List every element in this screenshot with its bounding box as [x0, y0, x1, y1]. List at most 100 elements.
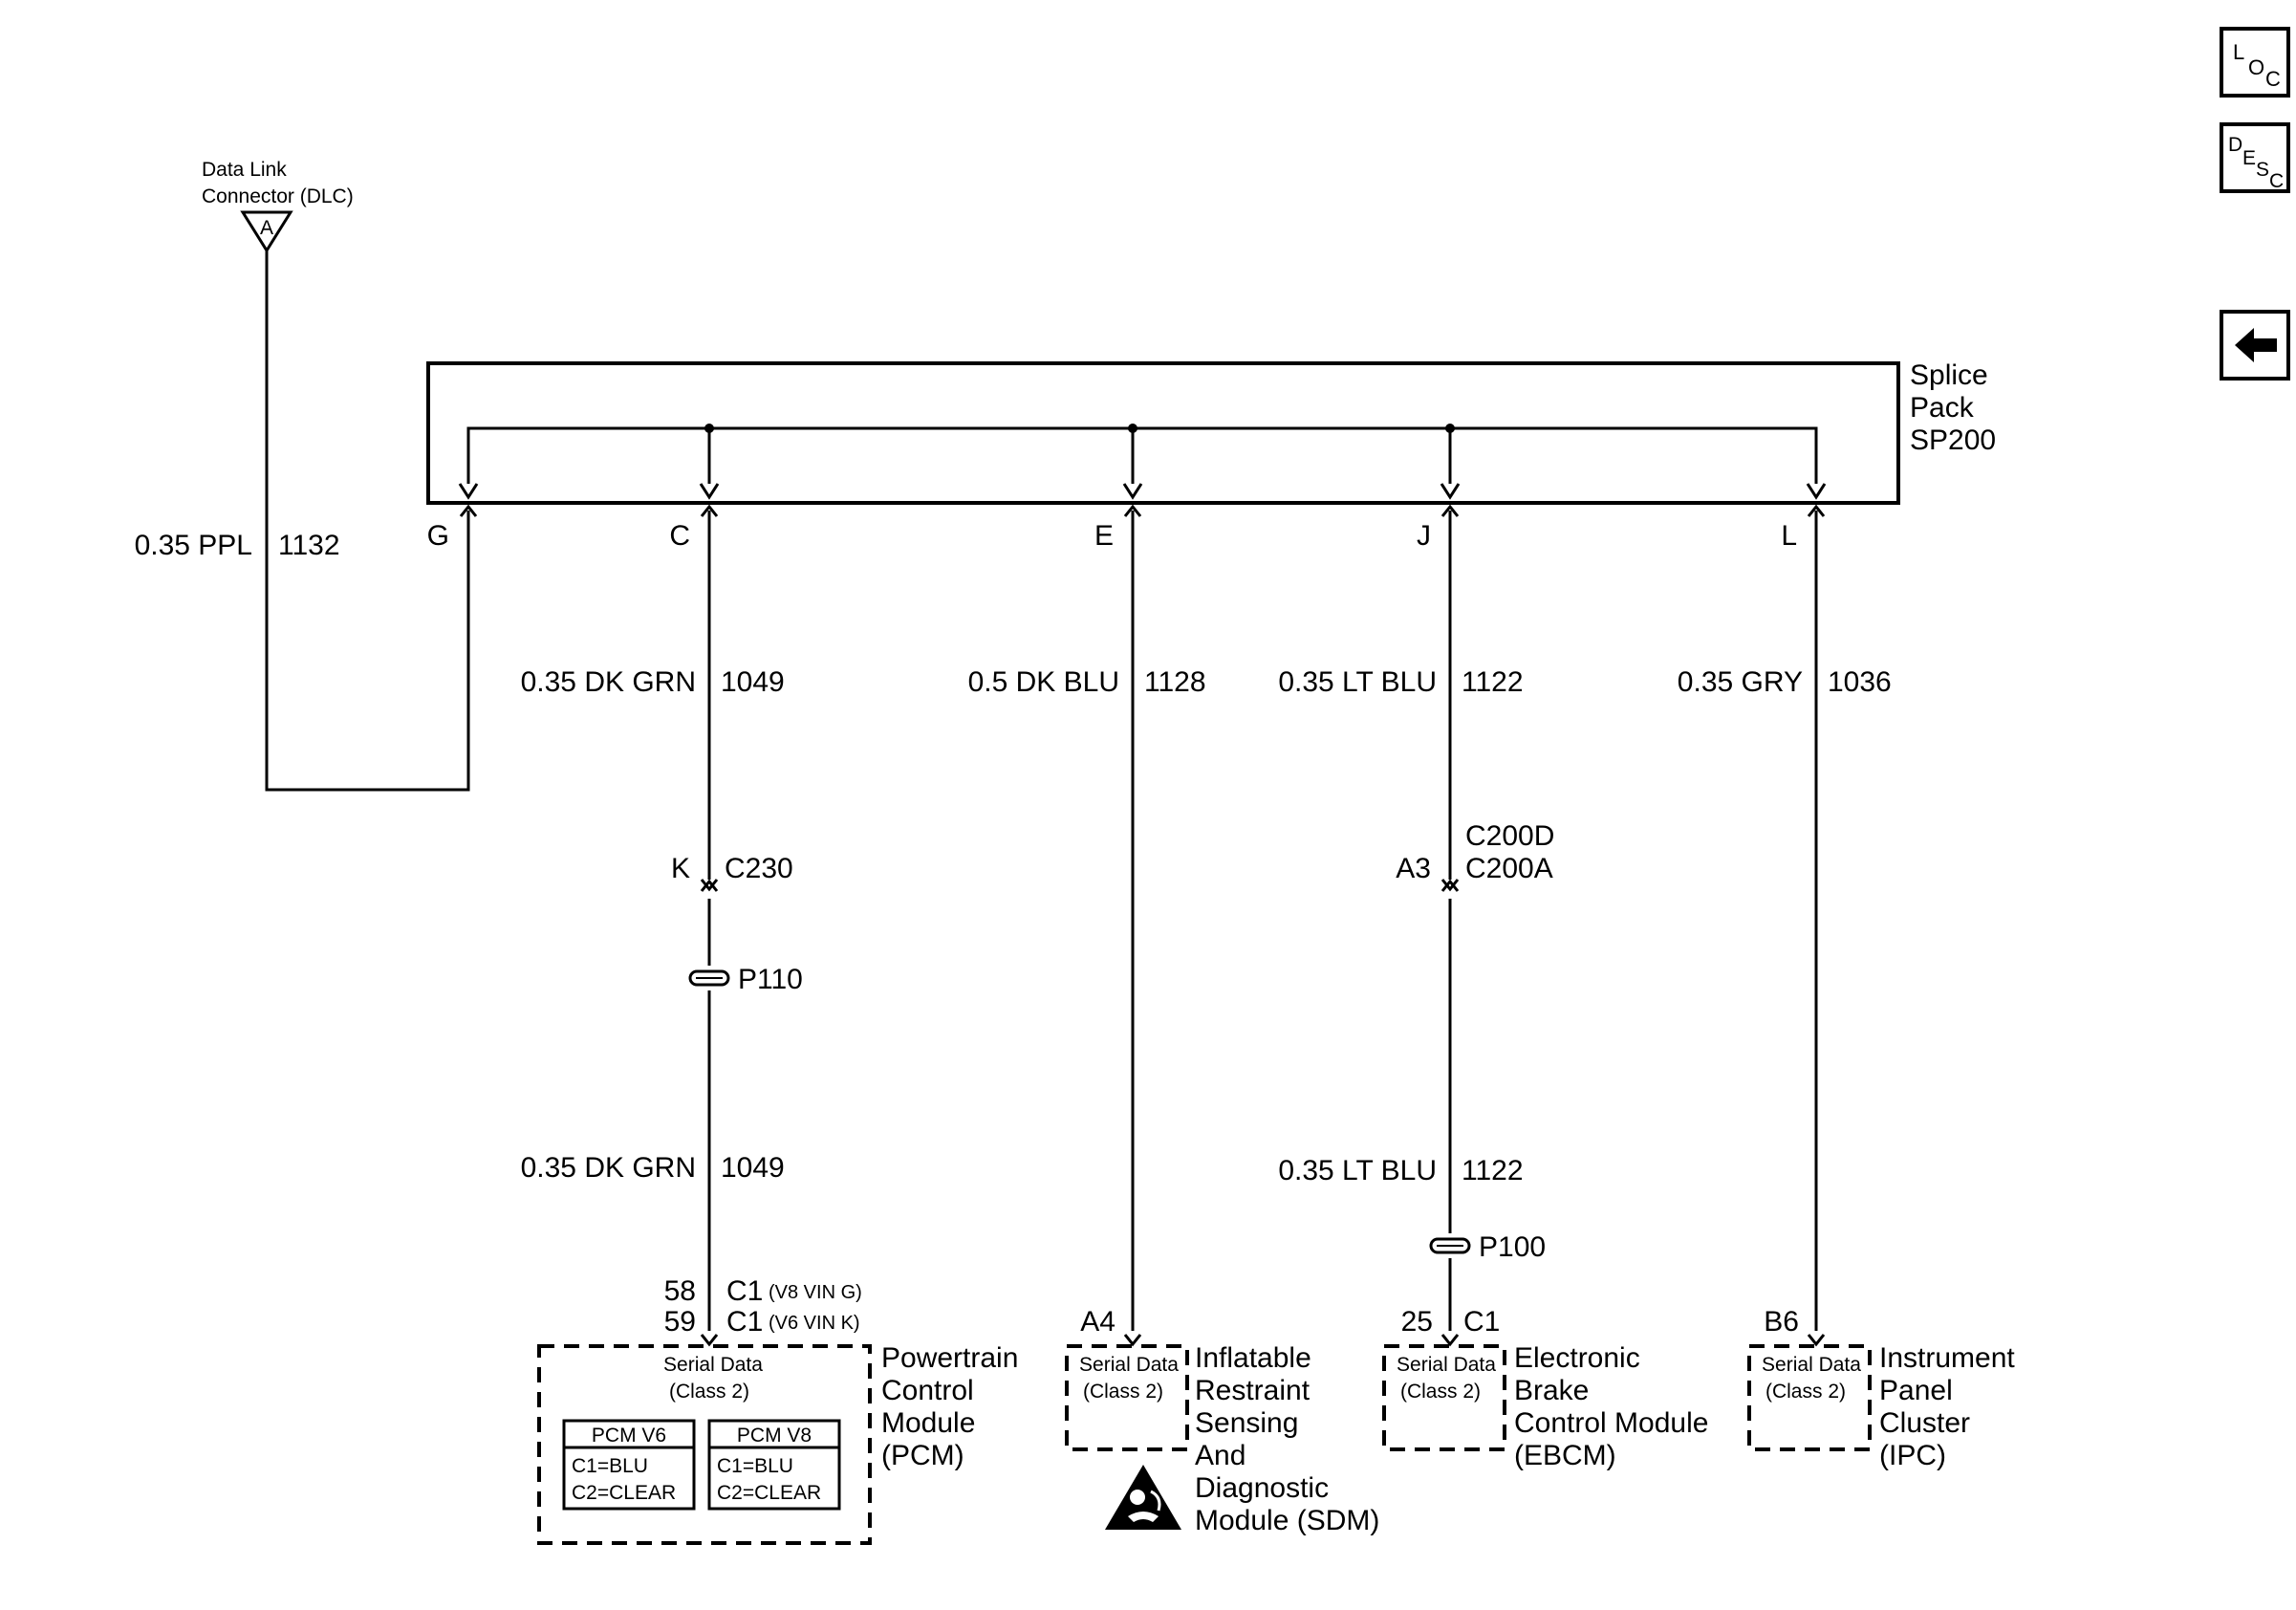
pcm-name-4: (PCM) — [881, 1440, 964, 1471]
ipc-name-4: (IPC) — [1879, 1440, 1946, 1471]
pin-j: J — [1417, 520, 1431, 552]
pcm-serial1: Serial Data — [663, 1354, 763, 1376]
pcm-pin2: 59 — [664, 1306, 696, 1338]
ipc-serial2: (Class 2) — [1765, 1381, 1846, 1403]
p100-grommet — [1429, 1237, 1471, 1254]
loc-button[interactable]: L O C — [2220, 27, 2290, 98]
pcm-pin1: 58 — [664, 1275, 696, 1307]
pcm-v6-table: PCM V6 C1=BLU C2=CLEAR — [562, 1419, 696, 1511]
loc-icon: L O C — [2233, 40, 2281, 91]
ipc-serial1: Serial Data — [1762, 1354, 1861, 1376]
desc-button[interactable]: D E S C — [2220, 122, 2290, 193]
ipc-name-1: Instrument — [1879, 1342, 2015, 1374]
dlc-wire — [265, 250, 470, 792]
ebcm-conn: C1 — [1463, 1306, 1500, 1338]
pcm-module: 58 C1 (V8 VIN G) 59 C1 (V6 VIN K) Serial… — [537, 1275, 1018, 1545]
c200-connector — [1440, 879, 1460, 892]
pcm-v8-title: PCM V8 — [737, 1425, 812, 1447]
sdm-name-2: Restraint — [1195, 1375, 1310, 1406]
wire-c-lower-color: 0.35 DK GRN — [521, 1152, 696, 1184]
pcm-v6-r1: C1=BLU — [572, 1455, 648, 1477]
pcm-name-2: Control — [881, 1375, 974, 1406]
ebcm-serial2: (Class 2) — [1400, 1381, 1481, 1403]
wire-l-color: 0.35 GRY — [1678, 666, 1803, 698]
pcm-conn1: C1 — [726, 1275, 763, 1307]
dlc-pin: A — [260, 217, 273, 239]
wires — [707, 511, 1818, 1331]
svg-text:E: E — [2242, 147, 2256, 169]
ebcm-serial1: Serial Data — [1397, 1354, 1496, 1376]
sdm-name-1: Inflatable — [1195, 1342, 1311, 1374]
sdm-pin: A4 — [1080, 1306, 1116, 1338]
pcm-serial2: (Class 2) — [669, 1381, 749, 1403]
back-arrow-icon — [2235, 328, 2277, 362]
dlc-label-line2: Connector (DLC) — [202, 185, 354, 207]
pcm-conn2: C1 — [726, 1306, 763, 1338]
c200-pin: A3 — [1396, 853, 1431, 884]
svg-text:L: L — [2233, 40, 2244, 64]
wire-j-lower-color: 0.35 LT BLU — [1278, 1155, 1437, 1186]
pin-c: C — [669, 520, 690, 552]
dlc-wire-color: 0.35 PPL — [135, 530, 252, 561]
sdm-name-3: Sensing — [1195, 1407, 1298, 1439]
pcm-v6-title: PCM V6 — [592, 1425, 666, 1447]
c230-pin: K — [671, 853, 690, 884]
c230-name: C230 — [725, 853, 793, 884]
pin-g: G — [427, 520, 449, 552]
ebcm-name-3: Control Module — [1514, 1407, 1708, 1439]
splice-label-line1: Splice — [1910, 359, 1988, 391]
wire-c-color: 0.35 DK GRN — [521, 666, 696, 698]
c200-name2: C200A — [1465, 853, 1553, 884]
ebcm-module: 25 C1 Serial Data (Class 2) Electronic B… — [1382, 1306, 1708, 1471]
p110-label: P110 — [738, 964, 803, 995]
pcm-v8-table: PCM V8 C1=BLU C2=CLEAR — [707, 1419, 841, 1511]
sdm-serial2: (Class 2) — [1083, 1381, 1163, 1403]
desc-icon: D E S C — [2228, 134, 2284, 192]
dlc-connector: Data Link Connector (DLC) A — [202, 159, 354, 253]
dlc-wire-circuit: 1132 — [278, 530, 340, 561]
ipc-name-2: Panel — [1879, 1375, 1953, 1406]
wire-j-circuit: 1122 — [1462, 666, 1524, 698]
ebcm-name-1: Electronic — [1514, 1342, 1640, 1374]
splice-label-line2: Pack — [1910, 392, 1975, 424]
wire-j-lower-circuit: 1122 — [1462, 1155, 1524, 1186]
pcm-note2: (V6 VIN K) — [769, 1313, 860, 1334]
svg-text:C: C — [2265, 67, 2281, 91]
pcm-v8-r2: C2=CLEAR — [717, 1482, 821, 1504]
sdm-name-5: Diagnostic — [1195, 1472, 1329, 1504]
pcm-name-3: Module — [881, 1407, 975, 1439]
ipc-pin: B6 — [1764, 1306, 1799, 1338]
ebcm-name-4: (EBCM) — [1514, 1440, 1616, 1471]
ebcm-pin: 25 — [1401, 1306, 1433, 1338]
ipc-name-3: Cluster — [1879, 1407, 1970, 1439]
pcm-note1: (V8 VIN G) — [769, 1282, 862, 1303]
pin-e: E — [1094, 520, 1114, 552]
sdm-serial1: Serial Data — [1079, 1354, 1179, 1376]
svg-text:D: D — [2228, 134, 2242, 156]
c200-name1: C200D — [1465, 820, 1554, 852]
wire-e-circuit: 1128 — [1144, 666, 1206, 698]
dlc-label-line1: Data Link — [202, 159, 287, 181]
wire-c-circuit: 1049 — [721, 666, 785, 698]
dlc-triangle-icon — [240, 210, 293, 253]
sdm-module: A4 Serial Data (Class 2) Inflatable Rest… — [1065, 1306, 1379, 1536]
splice-label-line3: SP200 — [1910, 424, 1996, 456]
svg-text:S: S — [2256, 159, 2269, 181]
back-button[interactable] — [2220, 310, 2290, 381]
p110-grommet — [688, 969, 730, 987]
airbag-warning-icon — [1105, 1465, 1181, 1530]
ebcm-name-2: Brake — [1514, 1375, 1589, 1406]
pcm-v8-r1: C1=BLU — [717, 1455, 793, 1477]
wire-c-lower-circuit: 1049 — [721, 1152, 785, 1184]
p100-label: P100 — [1479, 1231, 1546, 1263]
wire-e-color: 0.5 DK BLU — [968, 666, 1119, 698]
svg-text:C: C — [2269, 170, 2284, 192]
splice-pack — [426, 361, 1900, 505]
wire-l-circuit: 1036 — [1828, 666, 1892, 698]
pcm-name-1: Powertrain — [881, 1342, 1018, 1374]
c230-connector — [700, 879, 719, 892]
svg-text:O: O — [2248, 55, 2264, 79]
sdm-name-4: And — [1195, 1440, 1245, 1471]
sdm-name-6: Module (SDM) — [1195, 1505, 1379, 1536]
